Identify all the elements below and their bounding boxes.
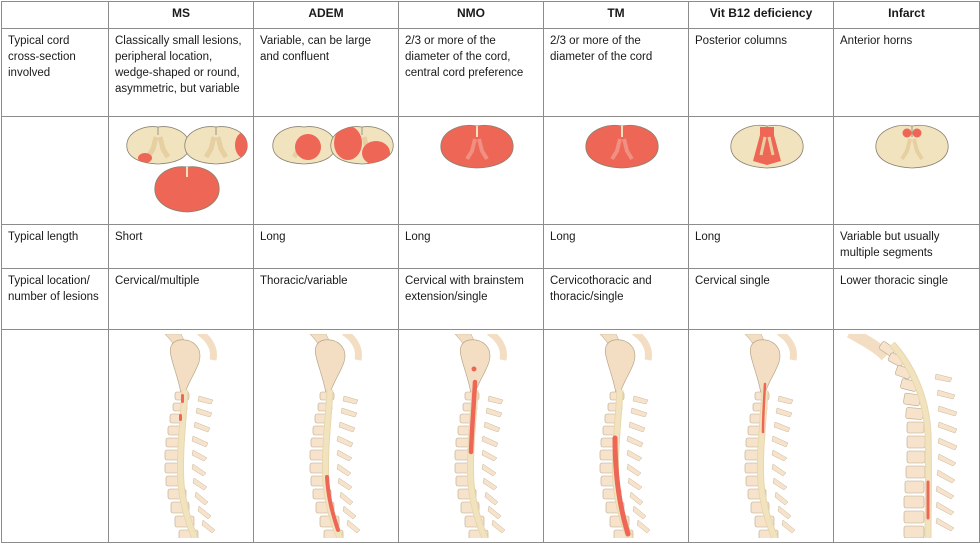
spine-anatomy [164,334,217,538]
header-row: MS ADEM NMO TM Vit B12 deficiency Infarc… [1,1,980,29]
lesion-1 [181,394,184,403]
spine-anatomy [309,334,362,538]
column-header-infarct: Infarct [833,1,980,29]
cord-section-infarct-image [875,124,949,169]
spine-image-row [1,329,980,543]
row-label-cross-section: Typical cord cross-section involved [1,28,109,117]
lesion-1 [761,382,767,434]
spine-anatomy [599,334,652,538]
cross-section-row: Typical cord cross-section involved Clas… [1,28,980,117]
column-header-ms: MS [108,1,254,29]
spine-nmo-image [454,334,507,538]
spine-ms [108,329,254,543]
column-header-tm: TM [543,1,689,29]
spine-infarct-image [847,334,958,538]
cord-section-tm-image [585,124,659,169]
spine-ms-image [164,334,217,538]
cell-cross-b12: Posterior columns [688,28,834,117]
spine-tm [543,329,689,543]
spine-infarct [833,329,980,543]
cord-section-ms-image [126,126,248,213]
column-header-adem: ADEM [253,1,399,29]
cell-location-tm: Cervicothoracic and thoracic/single [543,268,689,330]
cell-location-ms: Cervical/multiple [108,268,254,330]
lesion-2 [468,379,478,455]
spine-b12 [688,329,834,543]
corner-cell [1,1,109,29]
cross-section-infarct [833,116,980,225]
cross-section-ms [108,116,254,225]
cell-length-ms: Short [108,224,254,269]
spine-b12-image [744,334,797,538]
cell-location-nmo: Cervical with brainstem extension/single [398,268,544,330]
cord-section-adem-image [272,126,394,165]
cord-section-nmo-image [440,124,514,169]
spine-nmo [398,329,544,543]
cell-location-infarct: Lower thoracic single [833,268,980,330]
cell-cross-infarct: Anterior horns [833,28,980,117]
image-row-label [1,116,109,225]
spine-anatomy [744,334,797,538]
row-label-length: Typical length [1,224,109,269]
spine-adem [253,329,399,543]
location-row: Typical location/ number of lesions Cerv… [1,268,980,330]
cross-section-tm [543,116,689,225]
spine-adem-image [309,334,362,538]
lesion-1 [471,366,477,372]
cross-section-image-row [1,116,980,225]
spine-anatomy [847,334,958,538]
column-header-nmo: NMO [398,1,544,29]
cell-location-b12: Cervical single [688,268,834,330]
lesion-1 [612,435,631,537]
row-label-location: Typical location/ number of lesions [1,268,109,330]
spine-row-label [1,329,109,543]
column-header-b12: Vit B12 deficiency [688,1,834,29]
cell-cross-ms: Classically small lesions, peripheral lo… [108,28,254,117]
cell-length-infarct: Variable but usually multiple segments [833,224,980,269]
cross-section-b12 [688,116,834,225]
lesion-1 [325,475,340,532]
lesion-2 [179,414,182,421]
cell-cross-nmo: 2/3 or more of the diameter of the cord,… [398,28,544,117]
cell-length-adem: Long [253,224,399,269]
cord-section-b12-image [730,124,804,169]
cell-cross-adem: Variable, can be large and confluent [253,28,399,117]
cross-section-adem [253,116,399,225]
length-row: Typical length Short Long Long Long Long… [1,224,980,269]
cross-section-nmo [398,116,544,225]
cell-length-nmo: Long [398,224,544,269]
spine-anatomy [454,334,507,538]
spine-tm-image [599,334,652,538]
cell-cross-tm: 2/3 or more of the diameter of the cord [543,28,689,117]
cell-location-adem: Thoracic/variable [253,268,399,330]
cell-length-tm: Long [543,224,689,269]
cell-length-b12: Long [688,224,834,269]
